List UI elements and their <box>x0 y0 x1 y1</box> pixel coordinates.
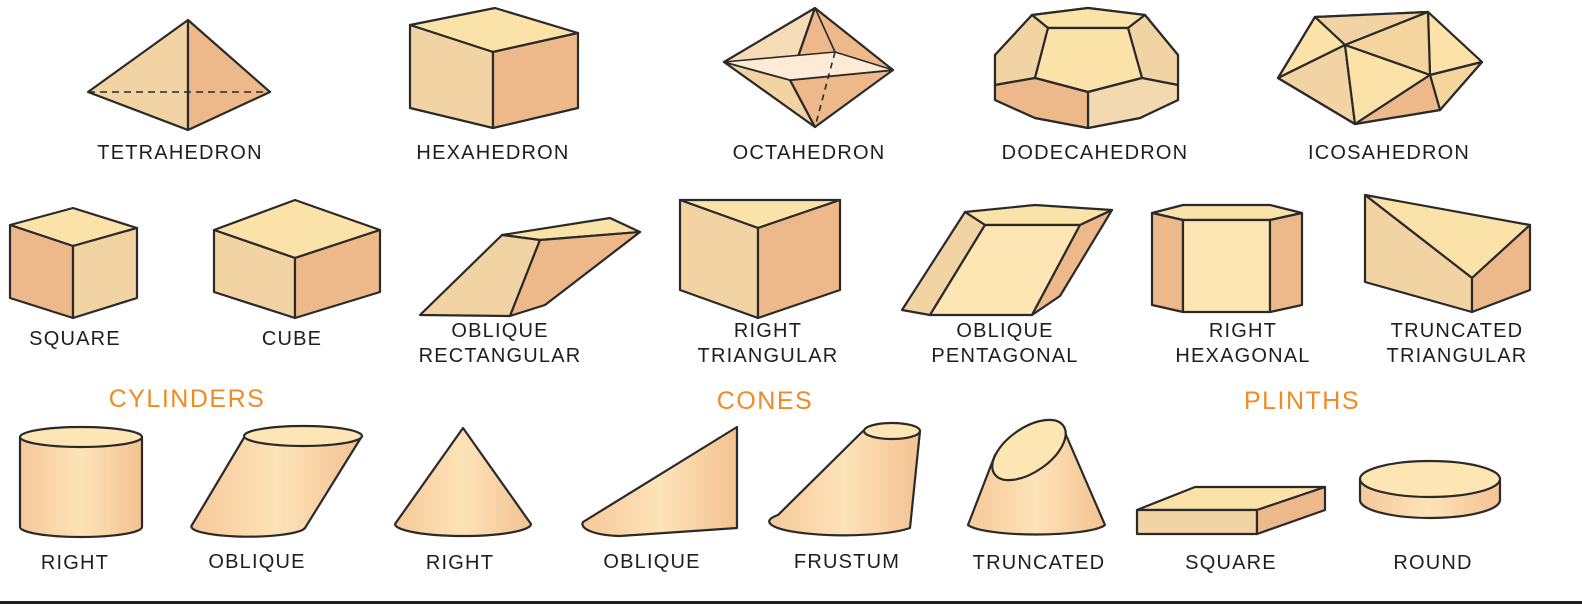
cube-shape <box>212 198 382 320</box>
category-cones: CONES <box>716 387 814 415</box>
label-octahedron: OCTAHEDRON <box>732 142 886 164</box>
label-oblique-cylinder: OBLIQUE <box>208 551 306 573</box>
label-dodecahedron: DODECAHEDRON <box>1001 142 1189 164</box>
right-cylinder-shape <box>18 425 144 539</box>
label-right-cylinder: RIGHT <box>40 552 110 574</box>
frustum-shape <box>768 421 922 537</box>
truncated-cone-shape <box>966 418 1107 536</box>
tetrahedron-shape <box>86 18 272 132</box>
right-cone-shape <box>393 426 533 538</box>
oblique-pentagonal-prism-shape <box>900 203 1114 317</box>
icosahedron-shape <box>1276 10 1484 126</box>
oblique-rectangular-prism-shape <box>418 216 642 318</box>
square-plinth-shape <box>1135 485 1327 536</box>
label-oblique-cone: OBLIQUE <box>603 551 701 573</box>
dodecahedron-shape <box>993 6 1180 130</box>
bottom-border <box>0 601 1582 604</box>
label-cube: CUBE <box>261 328 323 350</box>
label-frustum: FRUSTUM <box>793 551 901 573</box>
label-icosahedron: ICOSAHEDRON <box>1307 142 1471 164</box>
label-tetrahedron: TETRAHEDRON <box>97 142 263 164</box>
label-square: SQUARE <box>29 328 121 350</box>
oblique-cylinder-shape <box>190 424 364 538</box>
label-hexahedron: HEXAHEDRON <box>416 142 570 164</box>
right-triangular-prism-shape <box>678 198 842 320</box>
right-hexagonal-prism-shape <box>1150 203 1304 314</box>
oblique-cone-shape <box>581 425 739 538</box>
square-prism-shape <box>8 206 139 320</box>
truncated-triangular-prism-shape <box>1363 193 1532 314</box>
round-plinth-shape <box>1358 459 1502 520</box>
label-truncated-cone: TRUNCATED <box>972 552 1106 574</box>
category-cylinders: CYLINDERS <box>108 385 266 413</box>
label-square-plinth: SQUARE <box>1185 552 1277 574</box>
label-round-plinth: ROUND <box>1393 552 1473 574</box>
hexahedron-shape <box>408 6 580 130</box>
category-plinths: PLINTHS <box>1243 387 1361 415</box>
octahedron-shape <box>722 6 895 129</box>
label-right-cone: RIGHT <box>425 552 495 574</box>
